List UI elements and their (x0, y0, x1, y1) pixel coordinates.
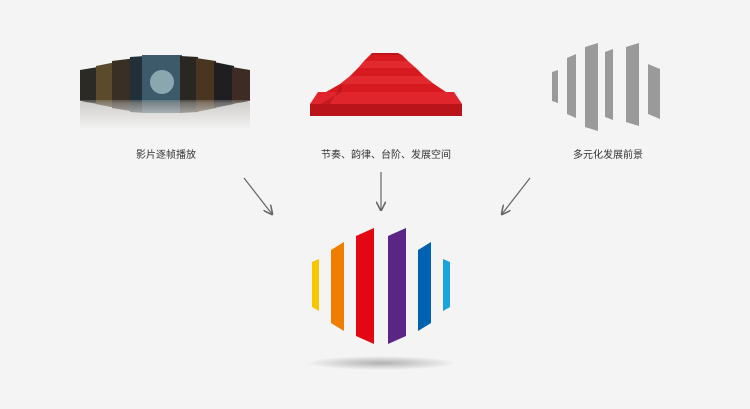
arrow-right (502, 177, 531, 214)
logo-bar-6 (443, 259, 450, 311)
logo-shadow (306, 356, 456, 370)
logo-bar-3 (356, 228, 374, 344)
logo-bar-4 (388, 228, 406, 344)
concept-label-bars: 多元化发展前景 (573, 150, 643, 161)
gray-bars (552, 43, 660, 131)
logo-bar-1 (312, 259, 319, 311)
arrow-left (243, 177, 272, 214)
concept-label-stairs: 节奏、韵律、台阶、发展空间 (321, 150, 451, 161)
concept-label-film: 影片逐帧播放 (136, 150, 196, 161)
film-frame-strip (78, 55, 254, 130)
stairs (310, 53, 462, 116)
logo-bar-2 (331, 242, 344, 331)
logo-bar-5 (418, 242, 431, 331)
